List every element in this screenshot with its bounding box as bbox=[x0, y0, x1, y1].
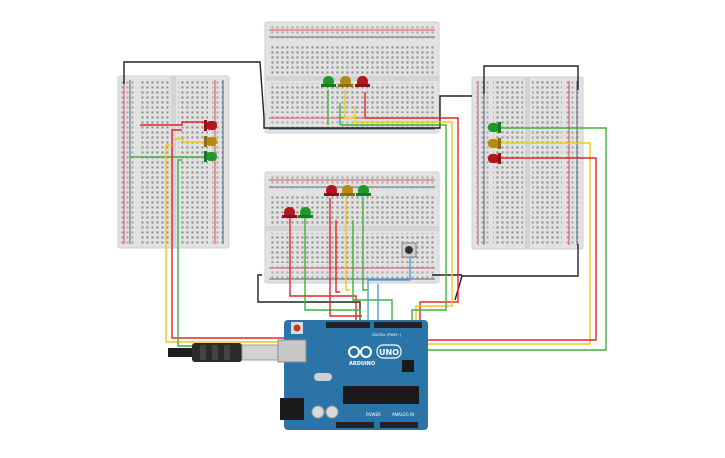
board-logo-text: UNO bbox=[379, 348, 399, 357]
wire-left-red[interactable] bbox=[140, 121, 205, 126]
led-left-red[interactable] bbox=[204, 120, 217, 131]
led-mid-green[interactable] bbox=[356, 185, 371, 196]
led-mid-green-ped[interactable] bbox=[298, 207, 313, 218]
led-mid-yellow[interactable] bbox=[340, 185, 355, 196]
breadboard-top bbox=[264, 21, 440, 134]
led-top-yellow[interactable] bbox=[338, 76, 353, 87]
wire-mid-yellow[interactable] bbox=[345, 198, 350, 291]
wire-mid-red-c[interactable] bbox=[335, 220, 340, 293]
analog-header bbox=[380, 422, 418, 428]
led-left-green[interactable] bbox=[204, 151, 217, 162]
wire-left-yellow[interactable] bbox=[173, 138, 205, 143]
leds bbox=[204, 76, 501, 218]
led-right-yellow[interactable] bbox=[488, 138, 501, 149]
board-brand-text: ARDUINO bbox=[349, 361, 375, 367]
wire-gnd-right[interactable] bbox=[483, 65, 579, 94]
arduino-logo-icon bbox=[348, 346, 372, 358]
power-header bbox=[336, 422, 374, 428]
wire-mid-green-c[interactable] bbox=[362, 198, 368, 291]
wire-gnd-right-down[interactable] bbox=[454, 244, 579, 301]
led-mid-red[interactable] bbox=[324, 185, 339, 196]
analog-label: ANALOG IN bbox=[392, 412, 414, 417]
led-left-yellow[interactable] bbox=[204, 136, 217, 147]
breadboard-left bbox=[117, 75, 230, 249]
wire-top-green-to-board[interactable] bbox=[340, 124, 447, 326]
wire-mid-green-a[interactable] bbox=[304, 218, 361, 326]
led-top-red[interactable] bbox=[355, 76, 370, 87]
power-label: POWER bbox=[366, 412, 381, 417]
breadboard-middle bbox=[264, 171, 440, 284]
digital-header-a bbox=[326, 322, 370, 328]
wire-button-blue[interactable] bbox=[367, 256, 411, 326]
digital-label: DIGITAL (PWM~) bbox=[372, 333, 402, 337]
led-right-green[interactable] bbox=[488, 122, 501, 133]
led-mid-red-ped[interactable] bbox=[282, 207, 297, 218]
digital-header-b bbox=[374, 322, 422, 328]
led-top-green[interactable] bbox=[321, 76, 336, 87]
usb-cable bbox=[168, 343, 285, 362]
wire-mid-red-a[interactable] bbox=[289, 218, 357, 326]
wire-mid-green-b[interactable] bbox=[352, 220, 393, 326]
led-right-red[interactable] bbox=[488, 153, 501, 164]
push-button[interactable] bbox=[401, 242, 417, 258]
arduino-uno-board[interactable]: UNO ARDUINO POWER ANALOG IN DIGITAL (PWM… bbox=[277, 320, 428, 430]
breadboard-right bbox=[471, 76, 584, 250]
wire-gnd-left[interactable] bbox=[123, 61, 265, 119]
wire-top-yellow[interactable] bbox=[344, 90, 355, 119]
wire-gnd-top[interactable] bbox=[263, 95, 472, 129]
wire-mid-red-b[interactable] bbox=[329, 198, 362, 317]
atmega-chip bbox=[343, 386, 419, 404]
